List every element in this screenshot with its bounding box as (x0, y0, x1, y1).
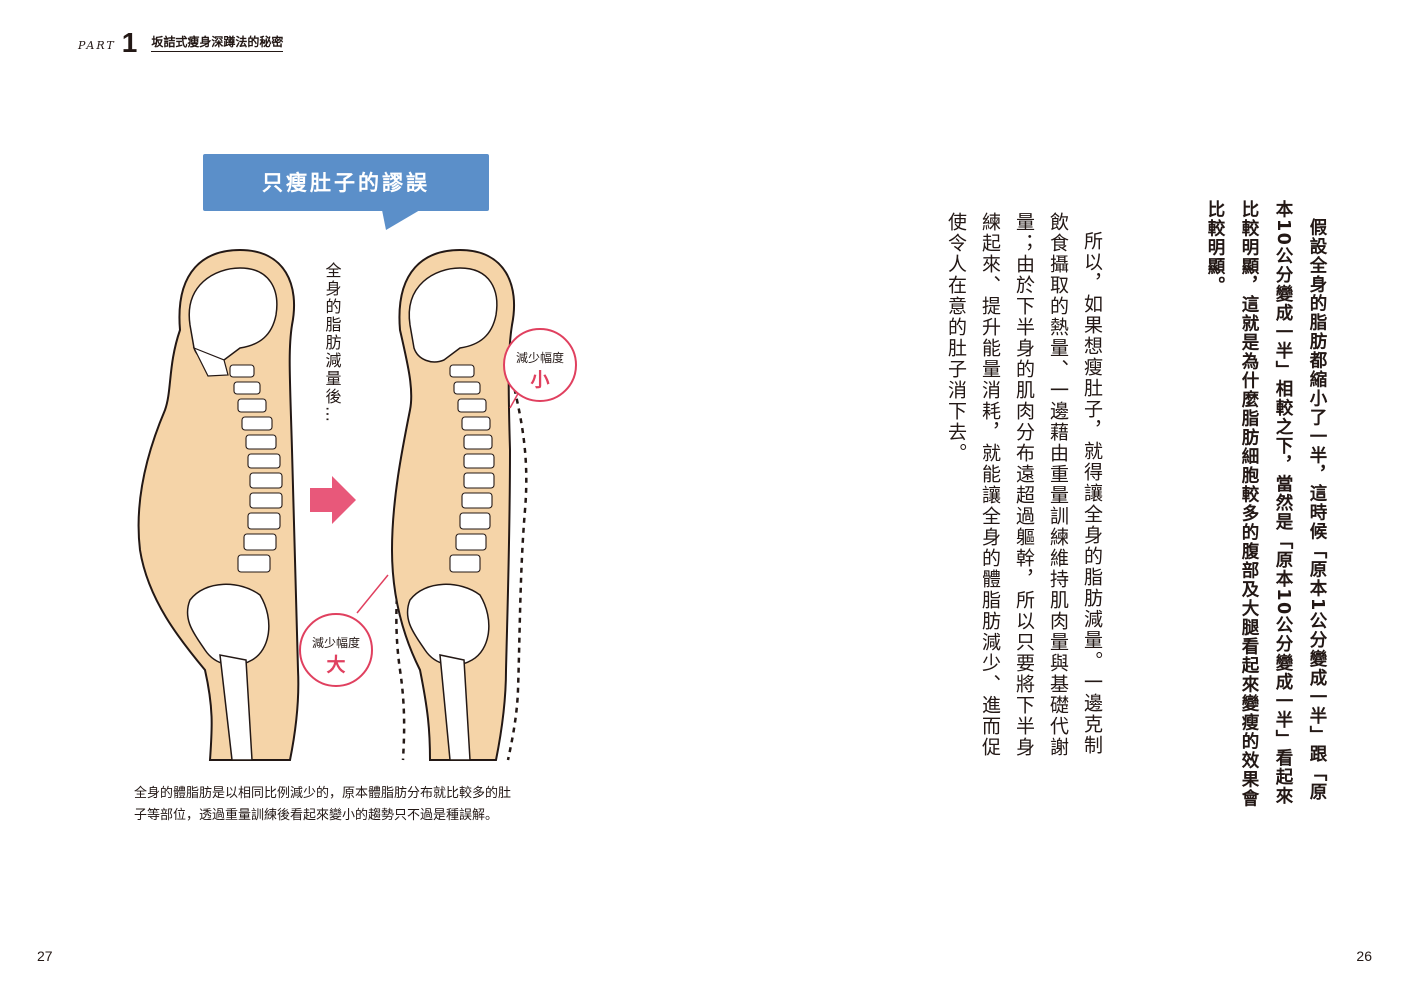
page-number-left: 27 (37, 948, 53, 964)
page-number-right: 26 (1356, 948, 1372, 964)
label-large-char: 大 (326, 653, 345, 676)
label-small-reduction: 減少幅度 小 (503, 328, 577, 409)
vertical-note: 全身的脂肪減量後… (323, 262, 342, 424)
label-large-text: 減少幅度 (312, 635, 360, 650)
label-small-char: 小 (530, 369, 549, 391)
body-paragraph-text: 所以，如果想瘦肚子，就得讓全身的脂肪減量。一邊克制飲食攝取的熱量、一邊藉由重量訓… (945, 212, 1103, 758)
figure-caption: 全身的體脂肪是以相同比例減少的，原本體脂肪分布就比較多的肚 子等部位，透過重量訓… (134, 783, 574, 827)
body-paragraph: 所以，如果想瘦肚子，就得讓全身的脂肪減量。一邊克制飲食攝取的熱量、一邊藉由重量訓… (945, 212, 1109, 772)
fat-reduction-illustration: 只瘦肚子的謬誤 全身的脂肪減量後… (137, 154, 577, 761)
caption-line-1: 全身的體脂肪是以相同比例減少的，原本體脂肪分布就比較多的肚 (134, 786, 512, 801)
label-large-reduction: 減少幅度 大 (299, 574, 389, 687)
arrow-icon (310, 476, 356, 524)
chapter-title: 坂詰式瘦身深蹲法的秘密 (151, 33, 284, 52)
part-label: PART (78, 39, 116, 52)
running-header: PART 1 坂詰式瘦身深蹲法的秘密 (78, 27, 284, 58)
body-after (390, 248, 528, 761)
speech-bubble: 只瘦肚子的謬誤 (203, 154, 489, 230)
bold-paragraph: 假設全身的脂肪都縮小了一半，這時候「原本1公分變成一半」跟「原本10公分變成一半… (1104, 200, 1334, 820)
bold-paragraph-text: 假設全身的脂肪都縮小了一半，這時候「原本1公分變成一半」跟「原本10公分變成一半… (1205, 200, 1327, 808)
bubble-title: 只瘦肚子的謬誤 (262, 171, 430, 195)
part-number: 1 (121, 27, 138, 58)
label-small-text: 減少幅度 (516, 350, 564, 365)
body-before (137, 248, 300, 761)
caption-line-2: 子等部位，透過重量訓練後看起來變小的趨勢只不過是種誤解。 (134, 808, 499, 823)
